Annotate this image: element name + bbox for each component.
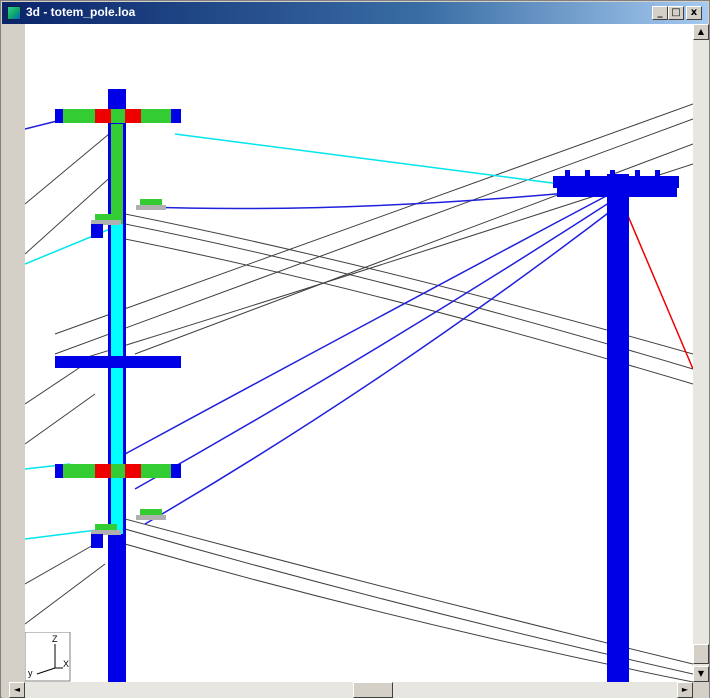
conductor-wire <box>54 118 693 355</box>
conductor-wire <box>25 128 116 205</box>
cyan-wire <box>174 133 561 185</box>
crossarm-end-cap <box>55 109 63 123</box>
left-pole-sheath <box>111 124 123 534</box>
x-axis-label: X <box>63 659 69 669</box>
crossarm-red-block <box>95 464 111 478</box>
horizontal-scrollbar[interactable]: ◄ ► <box>9 682 693 698</box>
red-wire <box>622 203 693 370</box>
crossarm-end-cap <box>171 464 181 478</box>
insulator-bracket <box>140 199 162 209</box>
scroll-right-button[interactable]: ► <box>677 682 693 698</box>
crossarm-red-block <box>95 109 111 123</box>
right-insulator <box>585 170 590 178</box>
crossarm <box>55 109 175 123</box>
insulator <box>136 515 166 520</box>
conductor-wire <box>25 393 96 445</box>
crossarm-red-block <box>125 464 141 478</box>
bracket-cap <box>91 224 103 238</box>
conductor-wire <box>25 543 96 585</box>
crossarm <box>55 464 175 478</box>
close-button[interactable]: x <box>686 6 702 20</box>
crossarm-red-block <box>125 109 141 123</box>
scroll-up-button[interactable]: ▲ <box>693 24 709 40</box>
crossarm-end-cap <box>171 109 181 123</box>
conductor-wire <box>64 163 693 365</box>
poles-group <box>55 89 679 682</box>
scroll-left-button[interactable]: ◄ <box>9 682 25 698</box>
blue-guy-wire <box>144 203 621 525</box>
insulator-bracket <box>95 524 117 534</box>
vertical-scroll-thumb[interactable] <box>693 644 709 664</box>
app-3d-icon[interactable] <box>7 6 21 20</box>
z-axis-label: Z <box>52 634 58 644</box>
axis-triad-frame <box>25 631 71 682</box>
blue-guy-wire <box>144 188 611 210</box>
right-insulator <box>610 170 615 178</box>
pole-scene[interactable] <box>25 24 693 682</box>
resize-grip[interactable] <box>693 682 709 698</box>
blue-guy-wire <box>124 193 611 455</box>
left-pole-green-section <box>111 124 123 224</box>
wires-guys <box>25 118 693 540</box>
insulator <box>91 220 121 225</box>
axis-triad: Z X y <box>25 631 71 682</box>
maximize-button[interactable]: □ <box>668 6 684 20</box>
insulator-bracket <box>95 214 117 224</box>
y-axis-label: y <box>28 668 33 678</box>
y-axis-line <box>36 667 56 675</box>
right-pole <box>607 174 629 682</box>
insulator-bracket <box>140 509 162 519</box>
bracket-cap <box>91 534 103 548</box>
conductor-wire <box>124 213 693 355</box>
conductor-wire <box>124 223 693 370</box>
horizontal-scroll-thumb[interactable] <box>353 682 393 698</box>
window-title: 3d - totem_pole.loa <box>26 5 136 19</box>
right-crossarm <box>553 176 679 188</box>
crossarm-end-cap <box>55 464 63 478</box>
right-insulator <box>635 170 640 178</box>
3d-viewport[interactable]: Z X y <box>25 24 693 682</box>
scroll-down-button[interactable]: ▼ <box>693 666 709 682</box>
vertical-scrollbar[interactable]: ▲ ▼ <box>693 24 709 682</box>
conductor-wire <box>25 363 86 405</box>
right-insulator <box>655 170 660 178</box>
conductor-wire <box>25 563 106 625</box>
title-bar[interactable]: 3d - totem_pole.loa _ □ x <box>2 2 708 24</box>
blue-guy-wire <box>134 198 616 490</box>
right-insulator <box>565 170 570 178</box>
crossarm <box>55 356 181 368</box>
insulator <box>136 205 166 210</box>
minimize-button[interactable]: _ <box>652 6 668 20</box>
window-frame-left <box>2 24 25 698</box>
right-crossarm-lower <box>557 187 677 197</box>
conductor-wire <box>124 238 693 385</box>
insulator <box>91 530 121 535</box>
